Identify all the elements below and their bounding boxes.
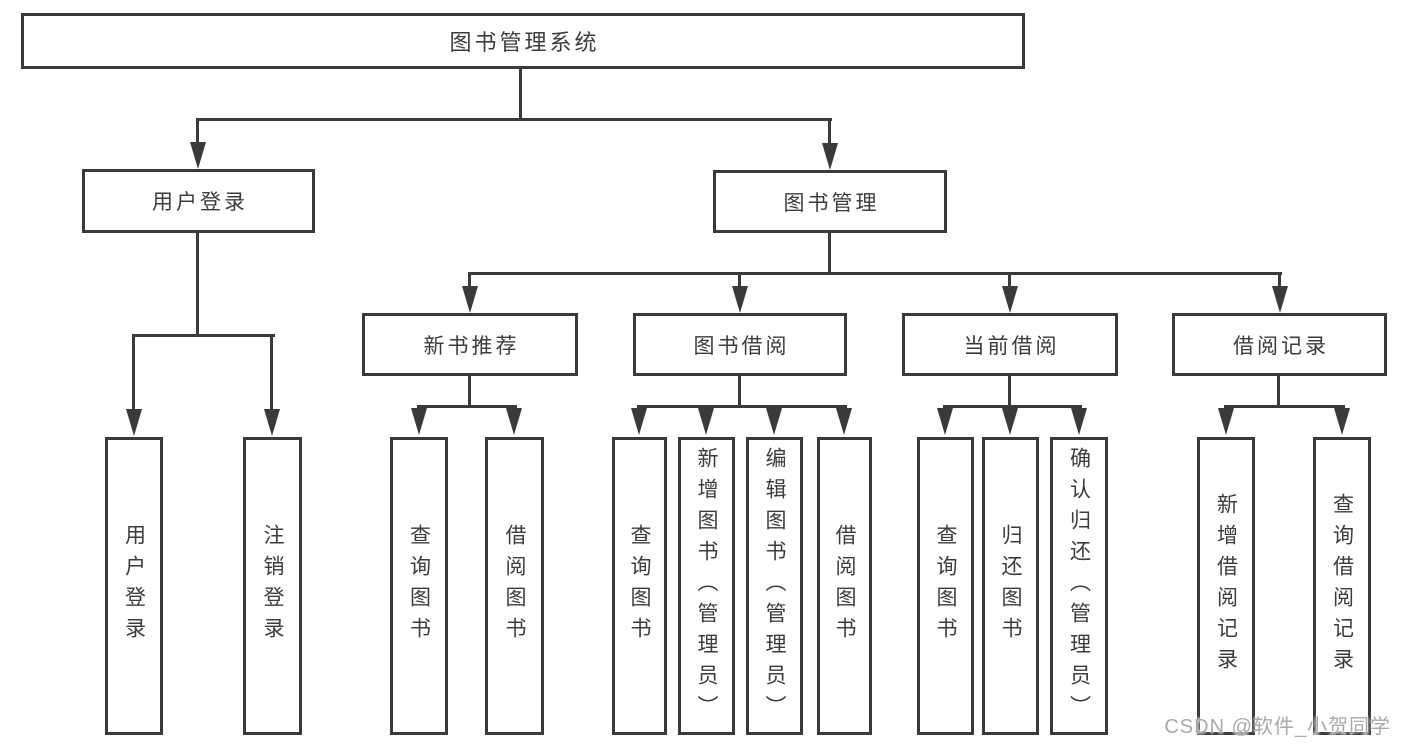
connector-new-books-leaf-branch	[417, 405, 517, 408]
arrowhead-to-current-borrow	[1002, 286, 1018, 313]
arrowhead-bookborrow-query	[631, 408, 647, 435]
leaf-logout: 注销登录	[243, 437, 302, 735]
arrowhead-currentborrow-query	[937, 408, 953, 435]
leaf-bookborrow-add-admin: 新增图书（管理员）	[678, 437, 735, 735]
node-borrow-records-label: 借阅记录	[1233, 334, 1329, 358]
connector-current-borrow-stem	[1008, 374, 1011, 407]
connector-user-login-arrow-stem	[196, 118, 199, 144]
node-user-login: 用户登录	[82, 169, 315, 233]
connector-user-login-stem	[196, 231, 199, 336]
node-current-borrow-label: 当前借阅	[963, 334, 1060, 358]
connector-borrow-records-arrow-stem	[1278, 272, 1281, 287]
node-new-books-label: 新书推荐	[423, 334, 520, 358]
connector-current-borrow-leaf-branch	[943, 405, 1082, 408]
connector-level1-branch	[196, 118, 832, 121]
leaf-bookborrow-borrow: 借阅图书	[817, 437, 872, 735]
arrowhead-to-user-login	[190, 142, 206, 169]
node-book-mgmt-label: 图书管理	[783, 191, 880, 215]
connector-current-borrow-arrow-stem	[1008, 272, 1011, 287]
arrowhead-to-book-borrow	[732, 286, 748, 313]
connector-user-login-branch	[132, 334, 275, 337]
arrowhead-records-add	[1218, 408, 1234, 435]
leaf-bookborrow-add-admin-label: 新增图书（管理员）	[695, 446, 718, 726]
connector-book-mgmt-arrow-stem	[828, 118, 831, 144]
connector-book-borrow-leaf-branch	[637, 405, 847, 408]
leaf-user-login-label: 用户登录	[122, 524, 146, 648]
leaf-records-query-label: 查询借阅记录	[1330, 493, 1354, 679]
leaf-logout-label: 注销登录	[261, 524, 284, 648]
arrowhead-newbooks-query	[411, 408, 427, 435]
node-root: 图书管理系统	[21, 13, 1025, 69]
node-user-login-label: 用户登录	[152, 191, 248, 214]
leaf-records-query: 查询借阅记录	[1313, 437, 1371, 735]
leaf-newbooks-borrow: 借阅图书	[485, 437, 544, 735]
arrowhead-records-query	[1334, 408, 1350, 435]
csdn-watermark: CSDN @软件_小贺同学	[1164, 716, 1391, 738]
leaf-bookborrow-borrow-label: 借阅图书	[833, 524, 856, 648]
connector-root-stem	[519, 66, 522, 120]
arrowhead-to-book-mgmt	[822, 143, 838, 170]
arrowhead-to-logout-leaf	[264, 409, 280, 436]
leaf-currentborrow-query-label: 查询图书	[934, 524, 957, 648]
leaf-bookborrow-edit-admin: 编辑图书（管理员）	[746, 437, 803, 735]
connector-borrow-records-leaf-branch	[1224, 405, 1345, 408]
leaf-records-add-label: 新增借阅记录	[1214, 493, 1238, 679]
arrowhead-newbooks-borrow	[506, 408, 522, 435]
leaf-newbooks-borrow-label: 借阅图书	[503, 524, 526, 648]
leaf-currentborrow-return: 归还图书	[982, 437, 1039, 735]
leaf-bookborrow-query-label: 查询图书	[628, 524, 651, 648]
leaf-currentborrow-confirm-admin-label: 确认归还（管理员）	[1067, 446, 1091, 726]
leaf-newbooks-query: 查询图书	[390, 437, 448, 735]
connector-borrow-records-stem	[1277, 374, 1280, 407]
node-new-books: 新书推荐	[362, 313, 578, 376]
leaf-user-login: 用户登录	[105, 437, 163, 735]
connector-level3-branch	[468, 272, 1282, 275]
arrowhead-currentborrow-return	[1002, 408, 1018, 435]
connector-book-borrow-stem	[738, 374, 741, 407]
node-borrow-records: 借阅记录	[1172, 313, 1387, 376]
arrowhead-bookborrow-edit	[766, 408, 782, 435]
connector-new-books-stem	[468, 374, 471, 407]
node-book-borrow: 图书借阅	[633, 313, 847, 376]
node-root-label: 图书管理系统	[449, 30, 600, 55]
leaf-bookborrow-query: 查询图书	[612, 437, 667, 735]
node-book-mgmt: 图书管理	[713, 170, 947, 233]
arrowhead-to-borrow-records	[1272, 286, 1288, 313]
arrowhead-to-login-leaf	[126, 409, 142, 436]
connector-new-books-arrow-stem	[468, 272, 471, 287]
leaf-records-add: 新增借阅记录	[1197, 437, 1255, 735]
arrowhead-to-new-books	[462, 286, 478, 313]
leaf-currentborrow-return-label: 归还图书	[999, 524, 1022, 648]
connector-book-mgmt-stem	[828, 231, 831, 274]
arrowhead-currentborrow-confirm	[1071, 408, 1087, 435]
leaf-currentborrow-confirm-admin: 确认归还（管理员）	[1050, 437, 1108, 735]
leaf-newbooks-query-label: 查询图书	[407, 524, 431, 648]
leaf-currentborrow-query: 查询图书	[917, 437, 974, 735]
node-book-borrow-label: 图书借阅	[693, 334, 790, 358]
arrowhead-bookborrow-add	[698, 408, 714, 435]
node-current-borrow: 当前借阅	[902, 313, 1118, 376]
arrowhead-bookborrow-borrow	[836, 408, 852, 435]
connector-login-leaf-stem	[132, 334, 135, 410]
leaf-bookborrow-edit-admin-label: 编辑图书（管理员）	[763, 446, 786, 726]
connector-book-borrow-arrow-stem	[738, 272, 741, 287]
connector-logout-leaf-stem	[270, 334, 273, 410]
